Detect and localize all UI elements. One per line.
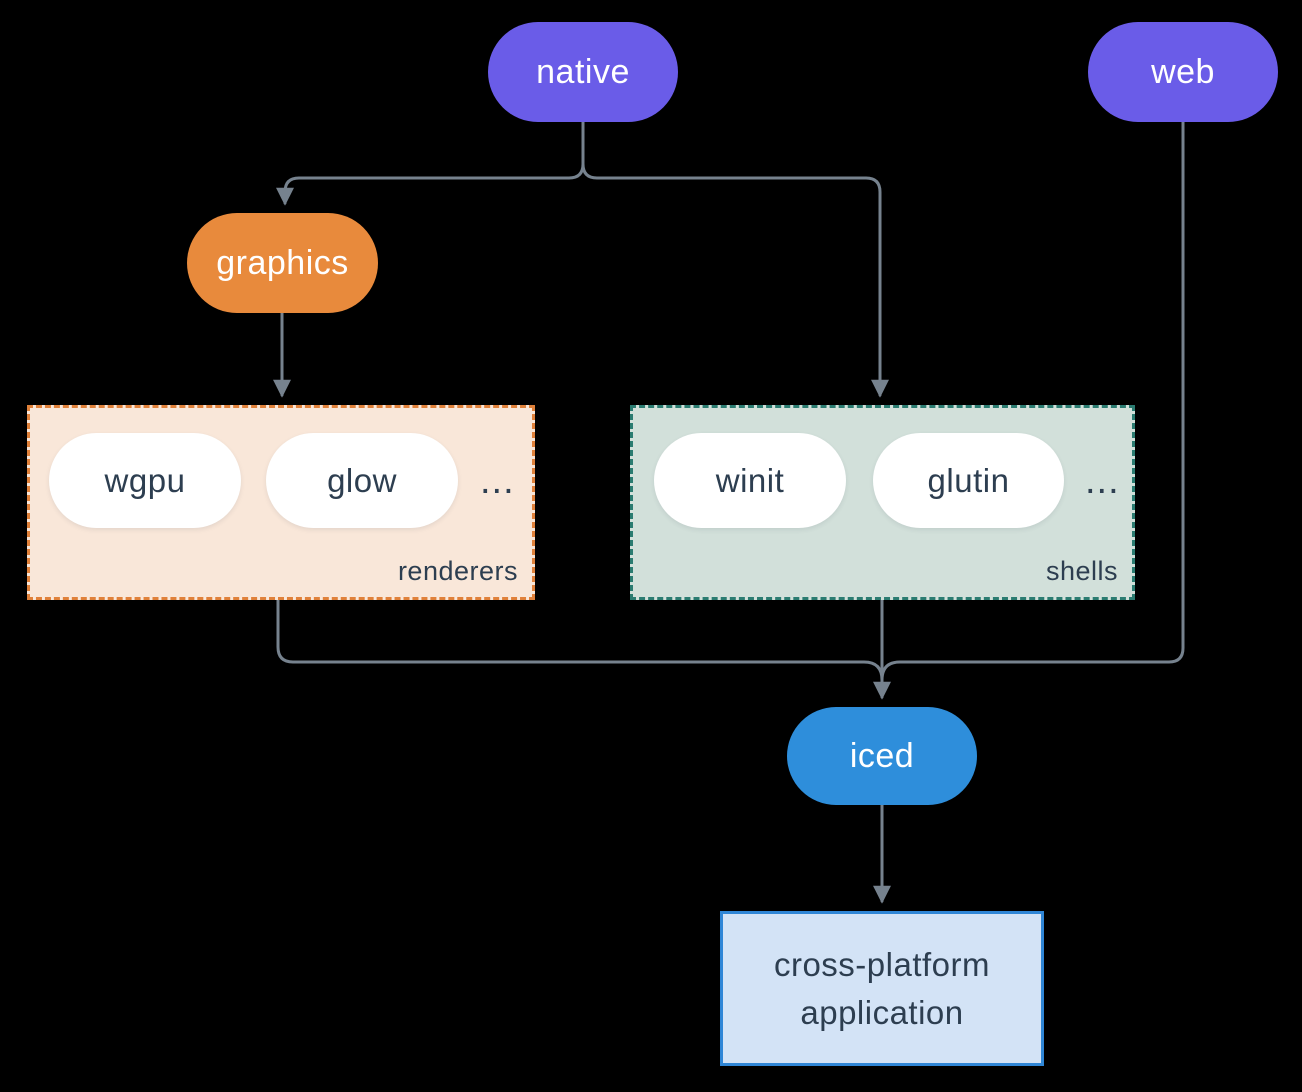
node-iced: iced (787, 707, 977, 805)
node-web: web (1088, 22, 1278, 122)
node-glow: glow (266, 433, 458, 528)
node-winit: winit (654, 433, 846, 528)
edge-native-to-graphics (276, 120, 585, 206)
node-wgpu-label: wgpu (104, 461, 186, 499)
shells-group-label: shells (1045, 556, 1118, 586)
node-web-label: web (1151, 52, 1215, 91)
node-glutin: glutin (873, 433, 1064, 528)
node-glow-label: glow (327, 461, 397, 499)
node-native-label: native (536, 52, 630, 91)
shells-ellipsis: ... (1085, 460, 1120, 502)
renderers-group-label: renderers (397, 556, 518, 586)
renderers-ellipsis: ... (480, 460, 515, 502)
group-renderers: wgpu glow ... renderers (27, 405, 535, 600)
node-winit-label: winit (715, 461, 785, 499)
node-wgpu: wgpu (49, 433, 241, 528)
node-native: native (488, 22, 678, 122)
edge-native-to-shells (581, 120, 889, 398)
node-graphics: graphics (187, 213, 378, 313)
node-application-label: cross-platform application (773, 945, 991, 1031)
node-glutin-label: glutin (927, 461, 1010, 499)
group-shells: winit glutin ... shells (630, 405, 1135, 600)
node-application: cross-platform application (720, 911, 1044, 1066)
edge-web-to-merge (880, 120, 1185, 682)
edge-renderers-to-merge (276, 598, 884, 682)
node-graphics-label: graphics (216, 243, 349, 282)
node-iced-label: iced (849, 736, 915, 775)
